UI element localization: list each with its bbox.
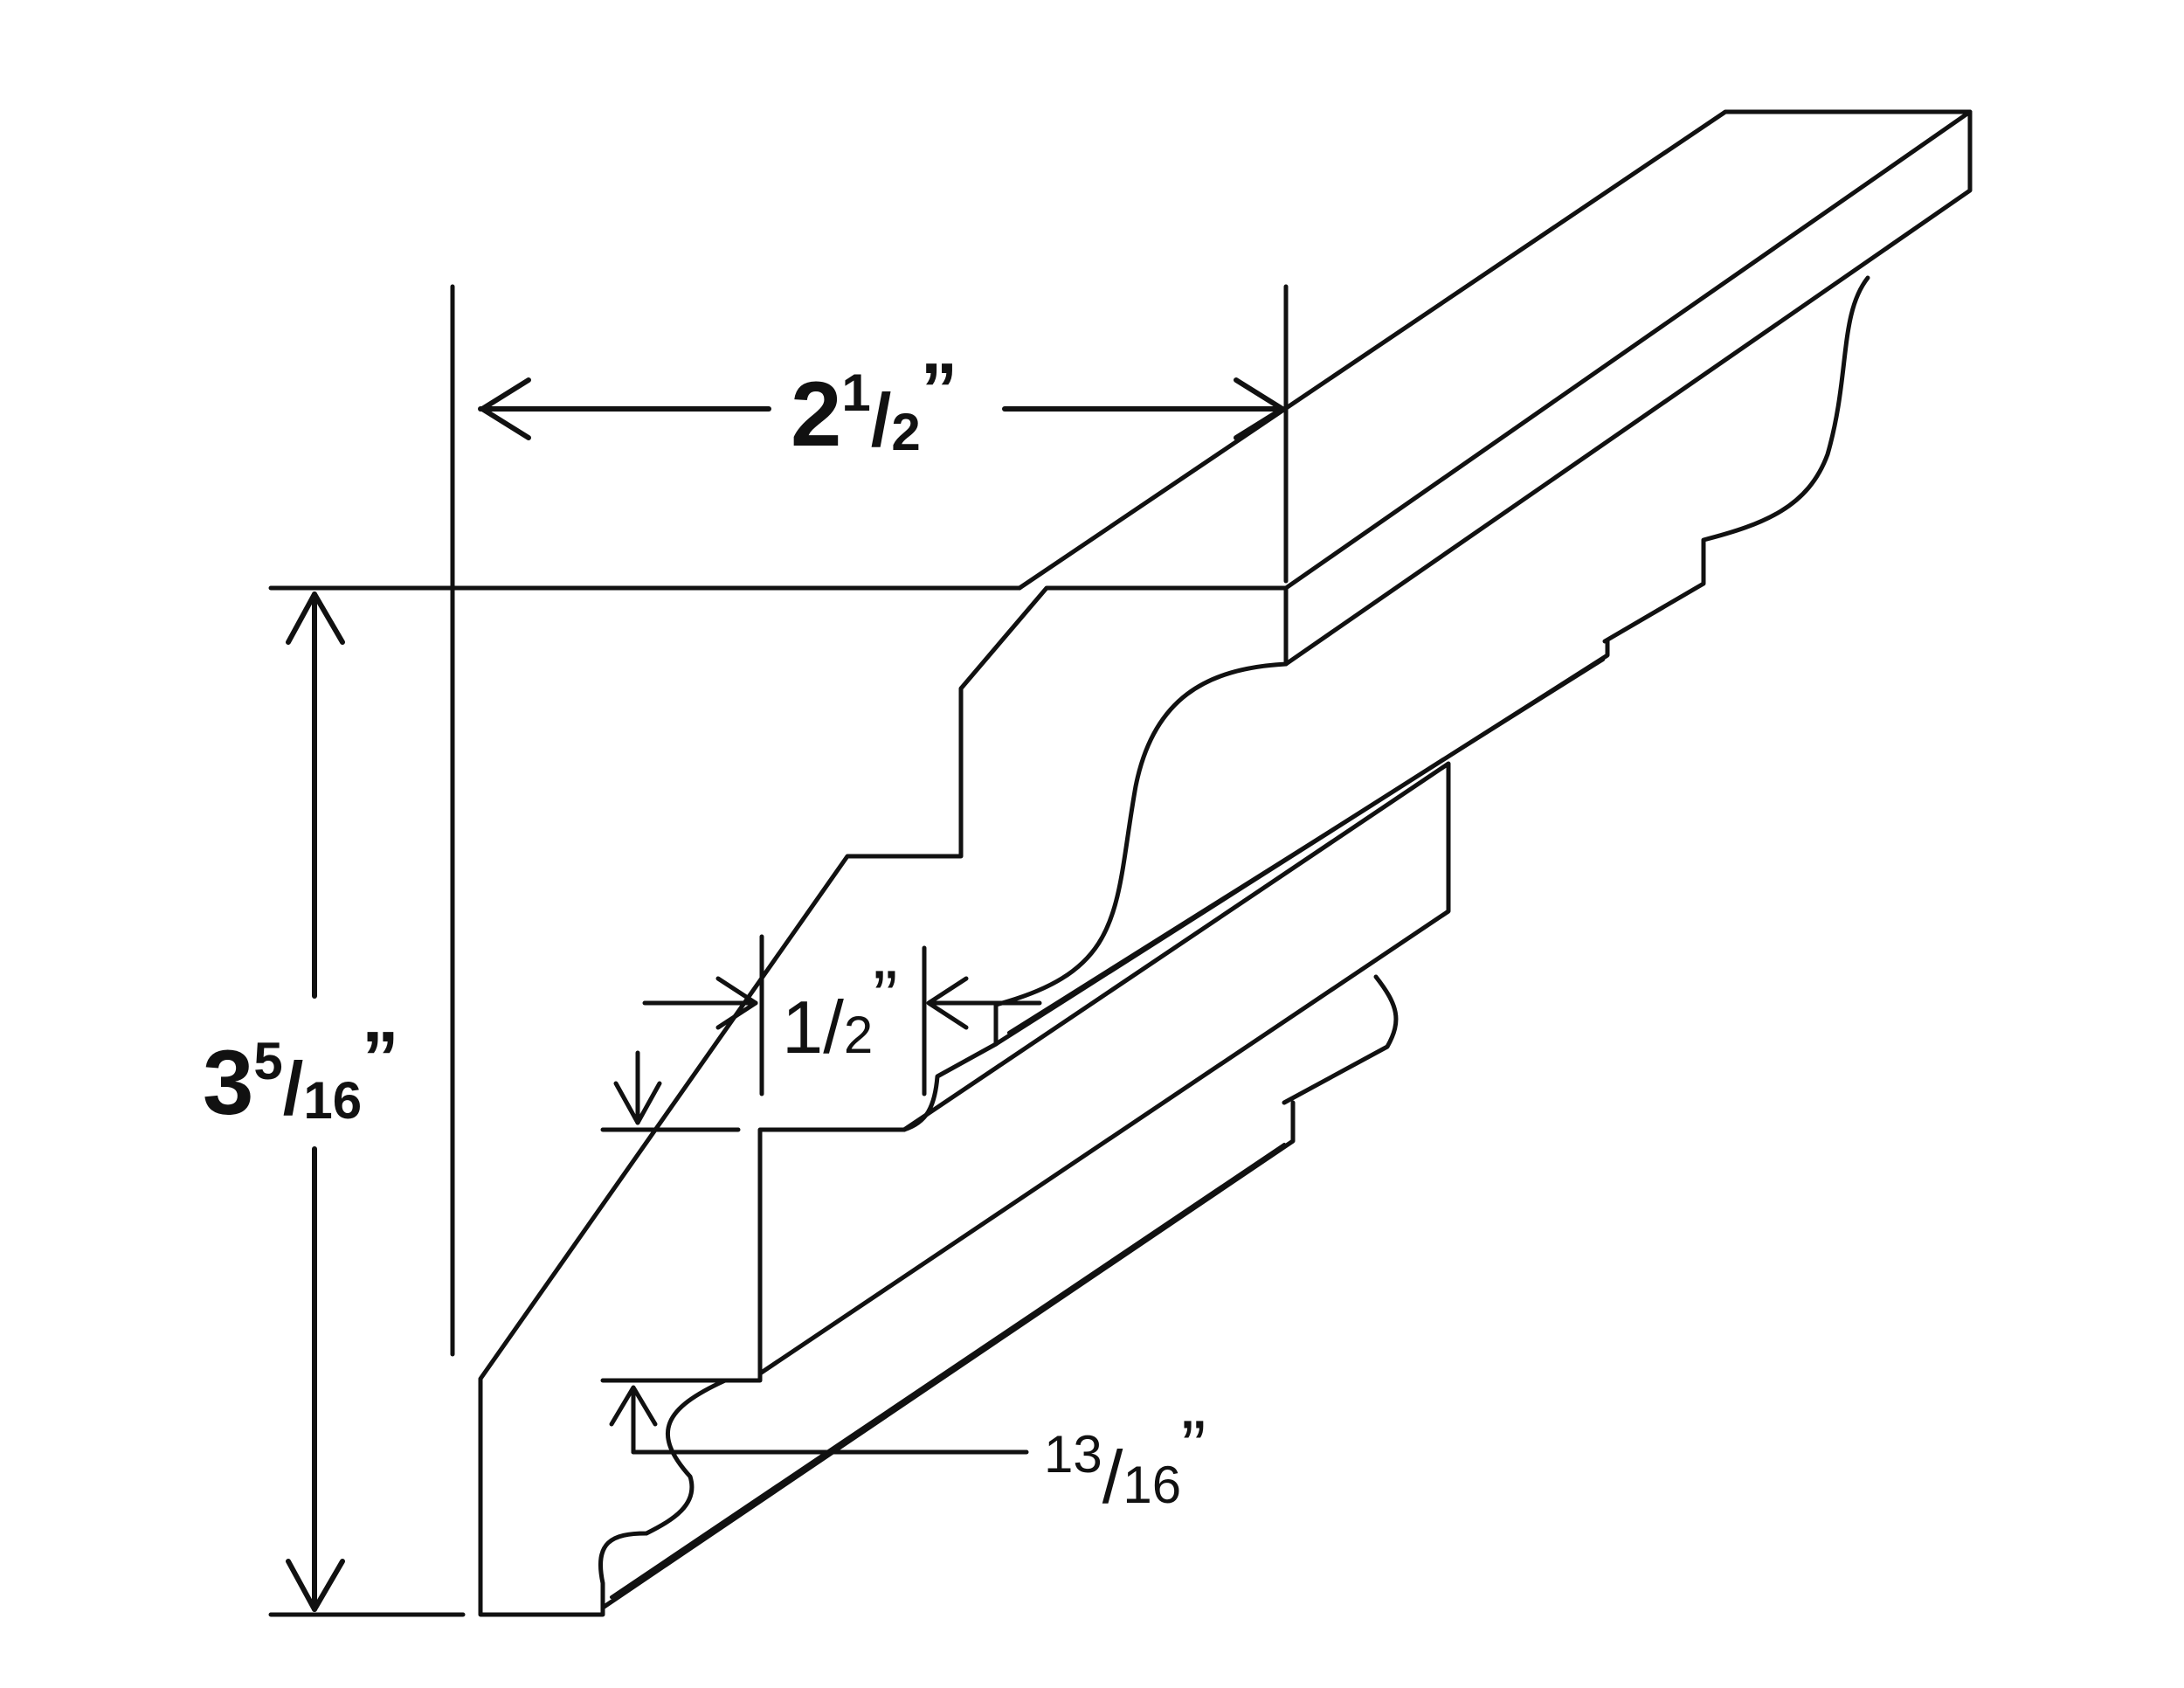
cove-dimension-label: 13/16” bbox=[1044, 1406, 1206, 1519]
step-dimension-label: 1/2” bbox=[782, 956, 898, 1069]
width-arrowhead-right bbox=[1234, 377, 1285, 440]
top-side-profile bbox=[1602, 275, 1870, 644]
middle-step-face bbox=[757, 761, 1451, 1376]
step-arrowhead-right bbox=[926, 976, 969, 1030]
step-arrowhead-left bbox=[715, 976, 758, 1030]
step-vertical-arrowhead bbox=[613, 1081, 662, 1125]
molding-profile-outline bbox=[478, 585, 1289, 1617]
top-surface-edge bbox=[1017, 109, 1973, 667]
lower-fillet-groove bbox=[610, 1143, 1286, 1599]
cove-vertical-arrowhead bbox=[609, 1385, 658, 1427]
middle-cove-line bbox=[1282, 974, 1399, 1105]
upper-fillet-groove bbox=[1007, 658, 1605, 1034]
height-arrowhead-bottom bbox=[286, 1559, 345, 1612]
width-arrowhead-left bbox=[480, 377, 531, 440]
width-dimension-label: 21/2” bbox=[791, 349, 957, 466]
top-surface-inner-edge bbox=[1283, 109, 1973, 591]
height-arrowhead-top bbox=[286, 591, 345, 645]
height-dimension-label: 35/16” bbox=[203, 1017, 399, 1134]
